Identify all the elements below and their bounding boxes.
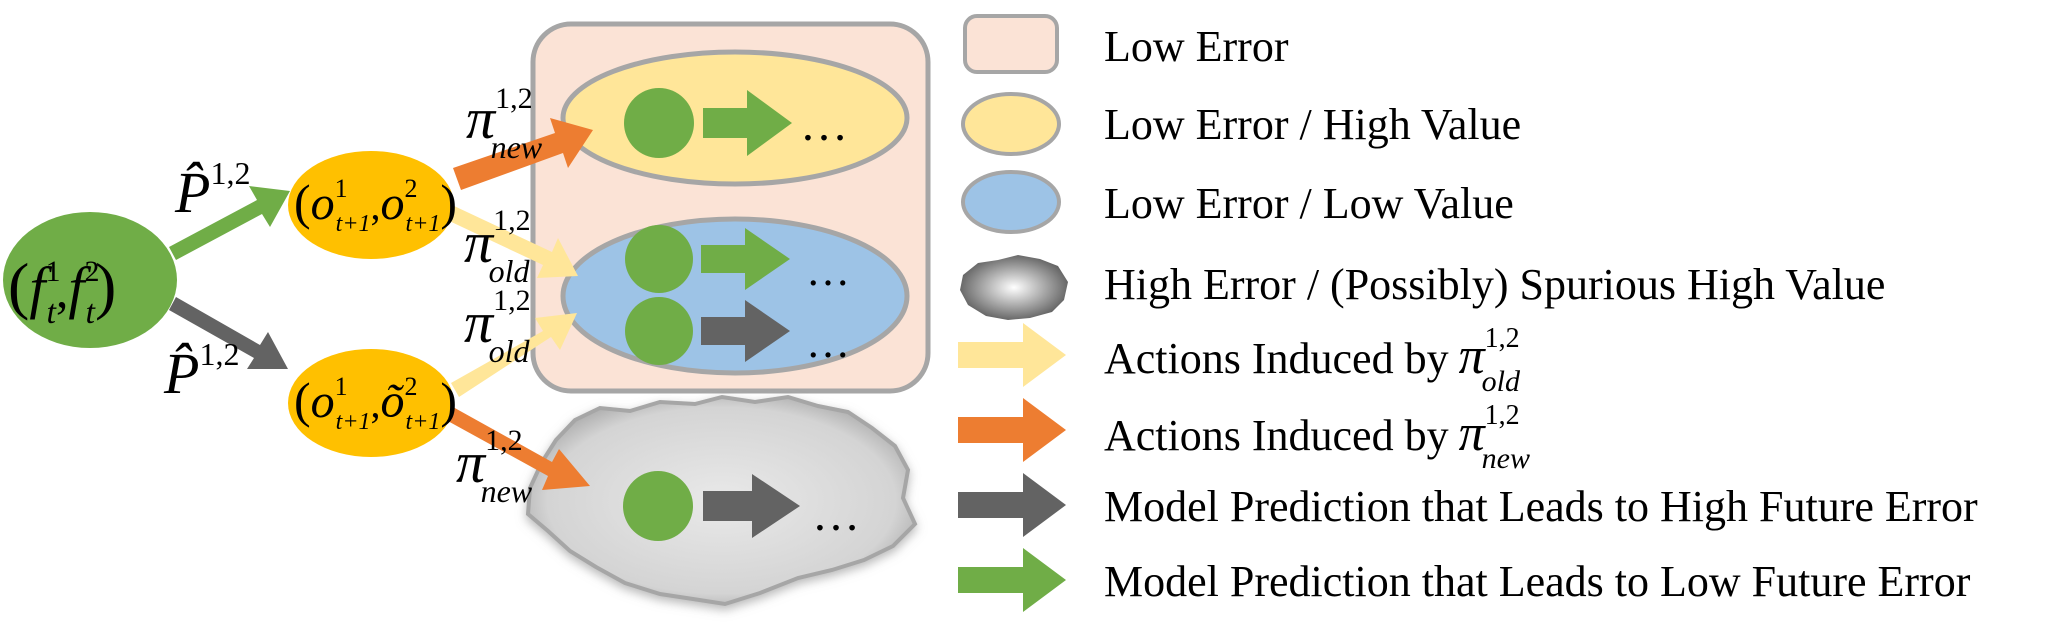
high-future-error-arrow (701, 300, 790, 362)
upper-observation-node (288, 151, 454, 259)
root-to-lower-arrow (169, 297, 288, 369)
legend-low-future-error-arrow (958, 548, 1066, 612)
legend-new-action-arrow (958, 398, 1066, 462)
lower-new-action-arrow (446, 407, 590, 490)
legend-low-future-error-label: Model Prediction that Leads to Low Futur… (1104, 557, 1971, 606)
legend-high-value-label: Low Error / High Value (1104, 100, 1521, 149)
upper-new-action-arrow (453, 118, 593, 190)
legend-low-value-label: Low Error / Low Value (1104, 179, 1514, 228)
legend-high-error-swatch (960, 255, 1068, 320)
low-value-ellipse (560, 216, 910, 376)
state-circle (624, 88, 694, 158)
state-circle (623, 471, 693, 541)
lower-old-action-arrow (451, 313, 577, 397)
legend-old-action-arrow (958, 323, 1066, 387)
root-to-upper-arrow (169, 186, 290, 260)
root-node (3, 212, 177, 348)
low-future-error-arrow (701, 228, 790, 290)
ellipsis: … (806, 318, 850, 367)
legend-high-future-error-arrow (958, 473, 1066, 537)
p-hat-upper-label: P̂1,2 (174, 155, 250, 225)
lower-observation-node (288, 349, 454, 457)
legend-high-value-swatch (961, 92, 1061, 156)
ellipsis: … (806, 246, 850, 295)
ellipsis: … (800, 98, 848, 151)
legend-low-error-swatch (963, 14, 1059, 74)
high-future-error-arrow (703, 474, 800, 538)
legend-low-value-swatch (961, 170, 1061, 234)
ellipsis: … (812, 488, 860, 541)
upper-old-action-arrow (445, 205, 578, 278)
legend-high-future-error-label: Model Prediction that Leads to High Futu… (1104, 482, 1978, 531)
low-future-error-arrow (703, 90, 792, 156)
state-circle (625, 297, 693, 365)
state-circle (625, 225, 693, 293)
p-hat-lower-label: P̂1,2 (163, 336, 239, 406)
legend: Low Error Low Error / High Value Low Err… (958, 14, 1978, 612)
legend-high-error-label: High Error / (Possibly) Spurious High Va… (1104, 260, 1885, 309)
legend-low-error-label: Low Error (1104, 22, 1289, 71)
